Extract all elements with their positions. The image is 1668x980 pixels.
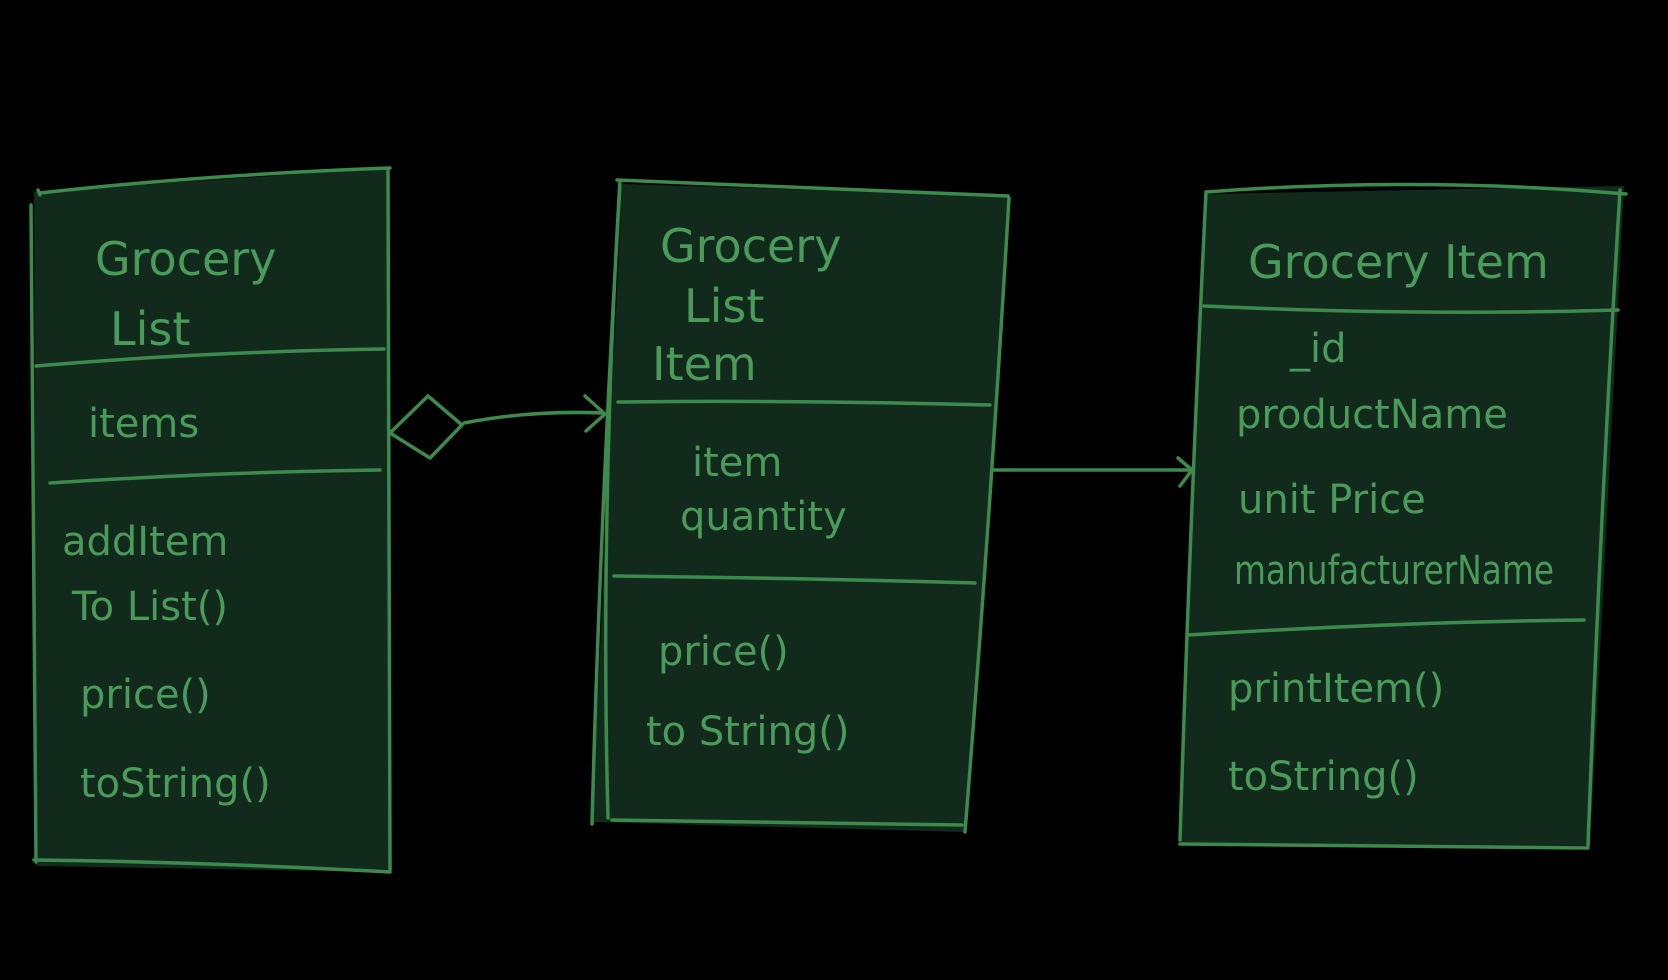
class-grocery-list-method: price() [80,672,211,718]
class-grocery-item-attribute: manufacturerName [1234,548,1554,594]
class-grocery-item-attribute: productName [1236,392,1508,438]
class-grocery-list-item-method: to String() [646,709,849,755]
class-grocery-list-divider-1 [34,347,386,368]
class-grocery-item[interactable]: Grocery Item _id productName unit Price … [1178,182,1628,850]
class-grocery-item-method: toString() [1228,754,1419,800]
class-grocery-item-method: printItem() [1228,666,1444,712]
class-grocery-list-attribute: items [88,401,199,447]
class-grocery-list-item-title-line-3: Item [652,337,757,391]
class-grocery-list-method: addItem [62,519,228,565]
class-grocery-item-title: Grocery Item [1248,235,1549,289]
class-grocery-item-attribute: _id [1289,326,1347,372]
class-grocery-list-method: toString() [80,761,271,807]
class-grocery-item-border [1178,182,1628,850]
aggregation-arrowhead [583,394,607,433]
class-grocery-list-item-title-line-1: Grocery [660,219,841,273]
class-grocery-list-method: To List() [71,584,228,630]
class-grocery-item-attribute: unit Price [1238,477,1426,523]
class-grocery-list[interactable]: Grocery List items addItem To List() pri… [29,166,392,874]
aggregation-connector [388,394,607,460]
association-arrowhead [1176,456,1194,488]
class-grocery-list-title-line-1: Grocery [95,232,276,286]
association-connector [990,456,1194,488]
class-grocery-item-divider-1 [1202,304,1620,314]
class-grocery-list-item-divider-1 [616,399,992,407]
class-grocery-list-item-attribute: item [692,440,782,486]
class-grocery-list-title-line-2: List [110,302,190,356]
class-grocery-list-item-divider-2 [612,574,977,585]
class-grocery-list-item-border [590,178,1011,834]
class-grocery-list-border [29,166,392,874]
class-grocery-list-item-attribute: quantity [680,494,847,540]
class-grocery-list-item-method: price() [658,629,789,675]
class-grocery-list-divider-2 [48,468,382,485]
aggregation-diamond [388,394,464,460]
class-grocery-list-item[interactable]: Grocery List Item item quantity price() … [590,178,1011,834]
class-grocery-list-item-title-line-2: List [684,279,764,333]
aggregation-line [462,410,605,425]
class-grocery-item-divider-2 [1186,618,1586,637]
